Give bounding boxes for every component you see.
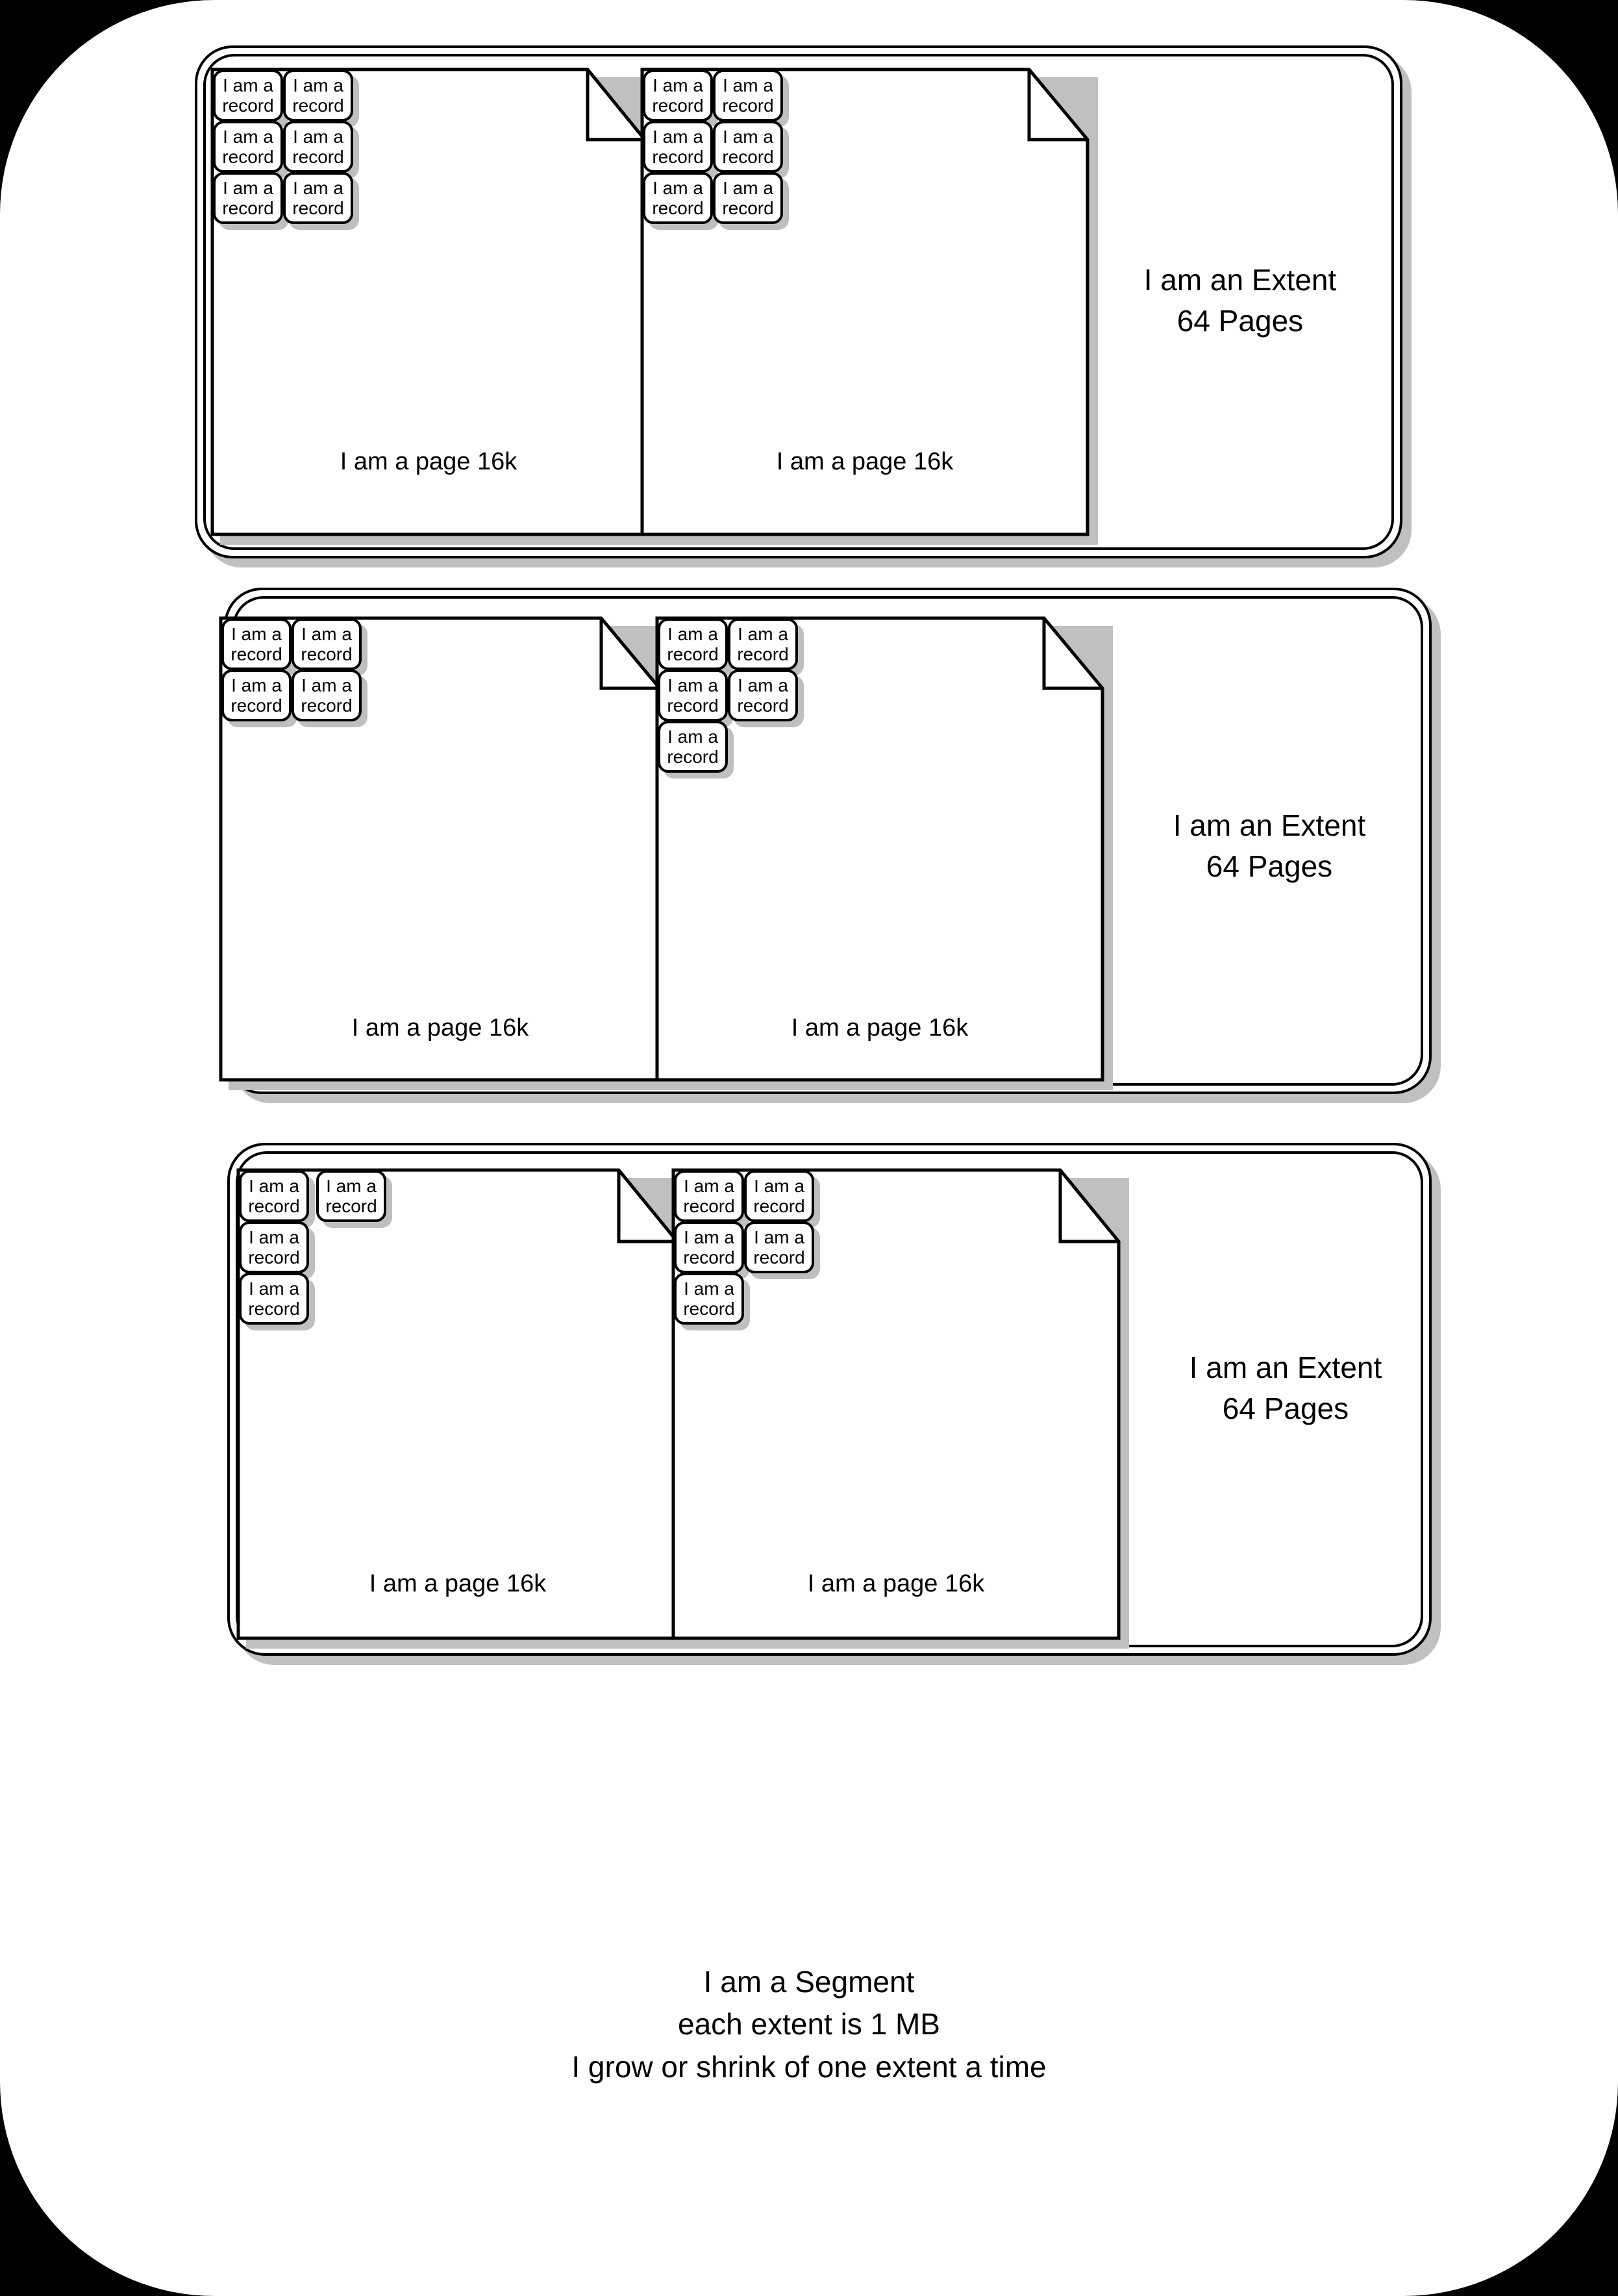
page-block-3-2[interactable]: I am a page 16k I am a record I am a rec…: [671, 1168, 1129, 1649]
record-label: I am a record: [248, 1175, 300, 1216]
record-label: I am a record: [292, 75, 344, 116]
record-card[interactable]: I am a record: [283, 172, 353, 224]
record-card[interactable]: I am a record: [239, 1273, 309, 1325]
record-label: I am a record: [301, 623, 353, 664]
record-card[interactable]: I am a record: [674, 1221, 744, 1273]
record-card[interactable]: I am a record: [213, 121, 283, 173]
page-label: I am a page 16k: [369, 1570, 547, 1597]
page-block-2-1[interactable]: I am a page 16k I am a record I am a rec…: [219, 616, 670, 1090]
record-card[interactable]: I am a record: [744, 1221, 814, 1273]
record-card[interactable]: I am a record: [713, 69, 783, 121]
page-block-1-2[interactable]: I am a page 16k I am a record I am a rec…: [640, 68, 1098, 545]
record-card[interactable]: I am a record: [658, 618, 728, 670]
record-label: I am a record: [667, 726, 719, 767]
page-label: I am a page 16k: [807, 1570, 985, 1597]
extent-label: I am an Extent 64 Pages: [1173, 808, 1366, 884]
record-label: I am a record: [667, 623, 719, 664]
record-card[interactable]: I am a record: [292, 669, 362, 721]
record-label: I am a record: [722, 75, 774, 116]
record-card[interactable]: I am a record: [713, 121, 783, 173]
record-card[interactable]: I am a record: [674, 1273, 744, 1325]
record-label: I am a record: [222, 126, 274, 167]
page-outline-with-folded-corner: [671, 1168, 1121, 1640]
record-card[interactable]: I am a record: [728, 618, 798, 670]
record-card[interactable]: I am a record: [658, 669, 728, 721]
segment-caption: I am a Segment each extent is 1 MB I gro…: [571, 1965, 1047, 2084]
record-card[interactable]: I am a record: [658, 721, 728, 773]
record-label: I am a record: [753, 1227, 805, 1267]
record-label: I am a record: [683, 1278, 735, 1319]
page-label: I am a page 16k: [776, 448, 954, 475]
page-label: I am a page 16k: [340, 448, 517, 475]
record-label: I am a record: [737, 675, 789, 716]
record-card[interactable]: I am a record: [744, 1170, 814, 1222]
page-block-3-1[interactable]: I am a page 16k I am a record I am a rec…: [236, 1168, 688, 1649]
record-card[interactable]: I am a record: [674, 1170, 744, 1222]
record-card[interactable]: I am a record: [283, 69, 353, 121]
record-card[interactable]: I am a record: [221, 669, 292, 721]
record-card[interactable]: I am a record: [643, 172, 713, 224]
page-block-2-2[interactable]: I am a page 16k I am a record I am a rec…: [655, 616, 1113, 1090]
record-label: I am a record: [753, 1175, 805, 1216]
record-label: I am a record: [652, 75, 704, 116]
record-label: I am a record: [667, 675, 719, 716]
record-card[interactable]: I am a record: [239, 1221, 309, 1273]
record-label: I am a record: [683, 1175, 735, 1216]
record-label: I am a record: [683, 1227, 735, 1267]
record-label: I am a record: [652, 177, 704, 218]
record-card[interactable]: I am a record: [239, 1170, 309, 1222]
record-label: I am a record: [722, 126, 774, 167]
record-card[interactable]: I am a record: [292, 618, 362, 670]
page-outline-with-folded-corner: [655, 616, 1104, 1082]
record-label: I am a record: [222, 177, 274, 218]
record-label: I am a record: [222, 75, 274, 116]
record-label: I am a record: [722, 177, 774, 218]
record-label: I am a record: [230, 623, 282, 664]
record-label: I am a record: [652, 126, 704, 167]
record-card[interactable]: I am a record: [728, 669, 798, 721]
record-label: I am a record: [325, 1175, 377, 1216]
record-label: I am a record: [248, 1227, 300, 1267]
record-label: I am a record: [292, 177, 344, 218]
record-card[interactable]: I am a record: [213, 172, 283, 224]
page-label: I am a page 16k: [351, 1014, 529, 1042]
record-card[interactable]: I am a record: [221, 618, 292, 670]
record-card[interactable]: I am a record: [283, 121, 353, 173]
record-label: I am a record: [248, 1278, 300, 1319]
page-label: I am a page 16k: [791, 1014, 969, 1042]
extent-label: I am an Extent 64 Pages: [1143, 263, 1337, 338]
record-label: I am a record: [230, 675, 282, 716]
record-card[interactable]: I am a record: [643, 69, 713, 121]
record-card[interactable]: I am a record: [213, 69, 283, 121]
record-card[interactable]: I am a record: [713, 172, 783, 224]
record-label: I am a record: [292, 126, 344, 167]
record-card[interactable]: I am a record: [643, 121, 713, 173]
page-block-1-1[interactable]: I am a page 16k I am a record I am a rec…: [210, 68, 655, 545]
record-label: I am a record: [737, 623, 789, 664]
record-card[interactable]: I am a record: [316, 1170, 386, 1222]
extent-label: I am an Extent 64 Pages: [1189, 1351, 1382, 1426]
record-label: I am a record: [301, 675, 353, 716]
